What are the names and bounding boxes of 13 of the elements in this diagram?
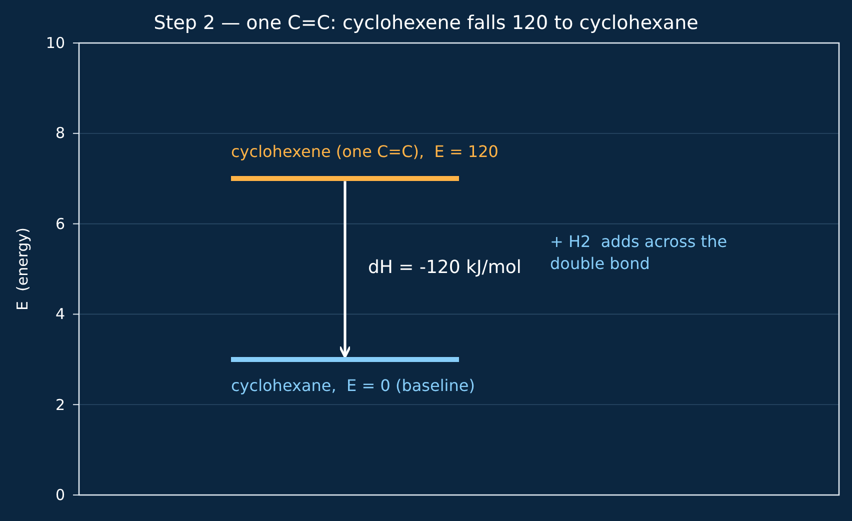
axis-tick-label: 8 [54, 124, 65, 142]
axis-tick-label: 2 [54, 396, 65, 414]
axis-tick-label: 4 [54, 305, 65, 324]
edge-label: dH = -120 kJ/mol [368, 257, 522, 279]
level-label: cyclohexene (one C=C), E = 120 [231, 142, 498, 162]
chart-title: Step 2 — one C=C: cyclohexene falls 120 to cyclohexane [152, 12, 700, 34]
annotation-note: + H2 adds across the double bond [550, 231, 728, 275]
axis-tick-label: 10 [44, 34, 65, 52]
axis-tick-label: 0 [54, 486, 65, 504]
arrow [338, 181, 352, 358]
axis-tick-label: 6 [54, 214, 65, 233]
level-label: cyclohexane, E = 0 (baseline) [231, 376, 475, 396]
axis-title: E (energy) [13, 228, 31, 310]
